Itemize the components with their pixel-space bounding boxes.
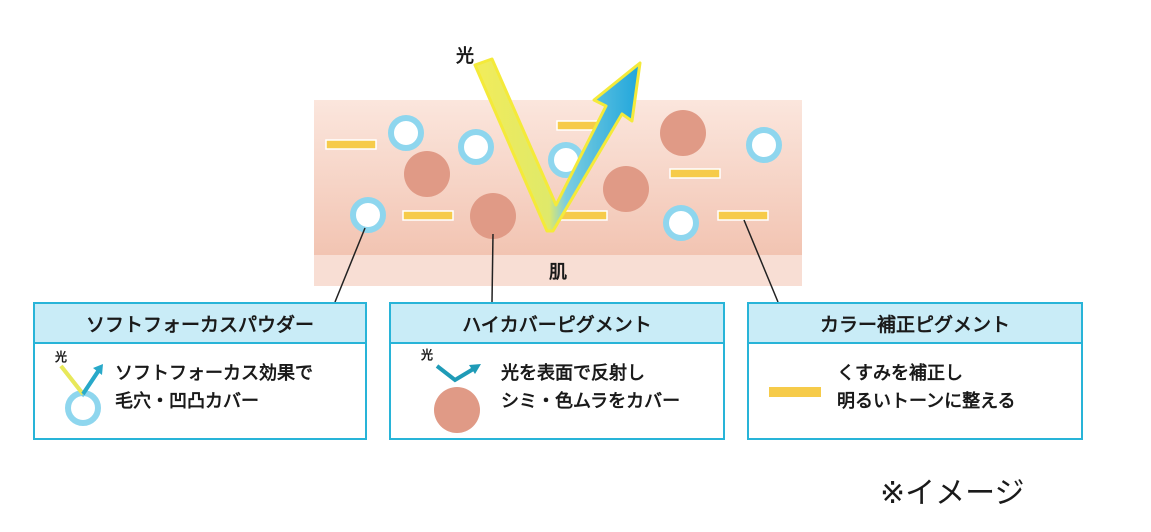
light-reflection-arrow: [473, 57, 642, 233]
pigment-particle: [404, 151, 450, 197]
pigment-particle: [470, 193, 516, 239]
description-line: 明るいトーンに整える: [837, 391, 1016, 412]
icon-light-label: 光: [421, 348, 434, 362]
leader-line-powder: [334, 227, 366, 303]
leader-lines: [334, 219, 779, 303]
powder-particle: [746, 127, 782, 163]
pigment-particle: [660, 110, 706, 156]
yellow-bar: [717, 210, 769, 221]
yellow-bar-icon: [769, 387, 821, 397]
powder-particle: [350, 197, 386, 233]
box-description: くすみを補正し 明るいトーンに整える: [837, 360, 1016, 416]
description-line: 光を表面で反射し: [501, 363, 645, 384]
box-title: カラー補正ピグメント: [749, 304, 1081, 344]
powder-particle: [663, 205, 699, 241]
soft-focus-powder-box: ソフトフォーカスパウダー 光 ソフトフォーカス効果で 毛穴・凹凸カバー: [33, 302, 367, 440]
yellow-bar: [402, 210, 454, 221]
icon-light-label: 光: [55, 350, 68, 364]
pigment-particles: [404, 110, 706, 239]
pigment-particle: [603, 166, 649, 212]
color-correction-pigment-box: カラー補正ピグメント くすみを補正し 明るいトーンに整える: [747, 302, 1083, 440]
color-correction-bars: [325, 120, 769, 221]
box-title: ハイカバーピグメント: [391, 304, 723, 344]
box-description: ソフトフォーカス効果で 毛穴・凹凸カバー: [115, 360, 313, 416]
description-line: くすみを補正し: [837, 363, 963, 384]
box-title: ソフトフォーカスパウダー: [35, 304, 365, 344]
powder-particle: [458, 129, 494, 165]
soft-focus-icon: [59, 364, 103, 426]
yellow-bar: [669, 168, 721, 179]
description-line: 毛穴・凹凸カバー: [115, 391, 259, 412]
powder-particles: [350, 115, 782, 241]
description-line: ソフトフォーカス効果で: [115, 363, 313, 384]
high-cover-pigment-box: ハイカバーピグメント 光 光を表面で反射し シミ・色ムラをカバー: [389, 302, 725, 440]
powder-particle: [388, 115, 424, 151]
leader-line-color: [743, 219, 779, 303]
skin-label: 肌: [549, 262, 567, 283]
yellow-bar: [325, 139, 377, 150]
high-cover-icon: [434, 364, 481, 433]
image-note: ※イメージ: [880, 476, 1025, 511]
light-label: 光: [455, 45, 474, 67]
leader-line-pigment: [491, 233, 494, 303]
description-line: シミ・色ムラをカバー: [501, 391, 681, 412]
box-description: 光を表面で反射し シミ・色ムラをカバー: [501, 360, 680, 416]
